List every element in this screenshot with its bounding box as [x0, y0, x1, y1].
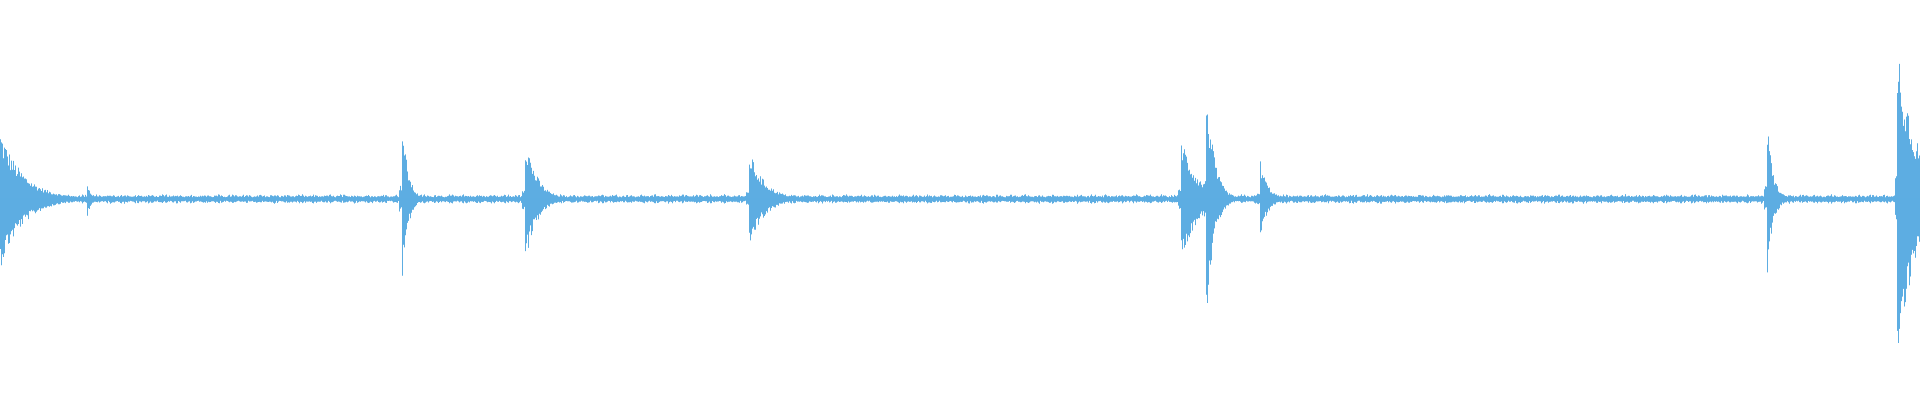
waveform-trace	[0, 63, 1920, 343]
